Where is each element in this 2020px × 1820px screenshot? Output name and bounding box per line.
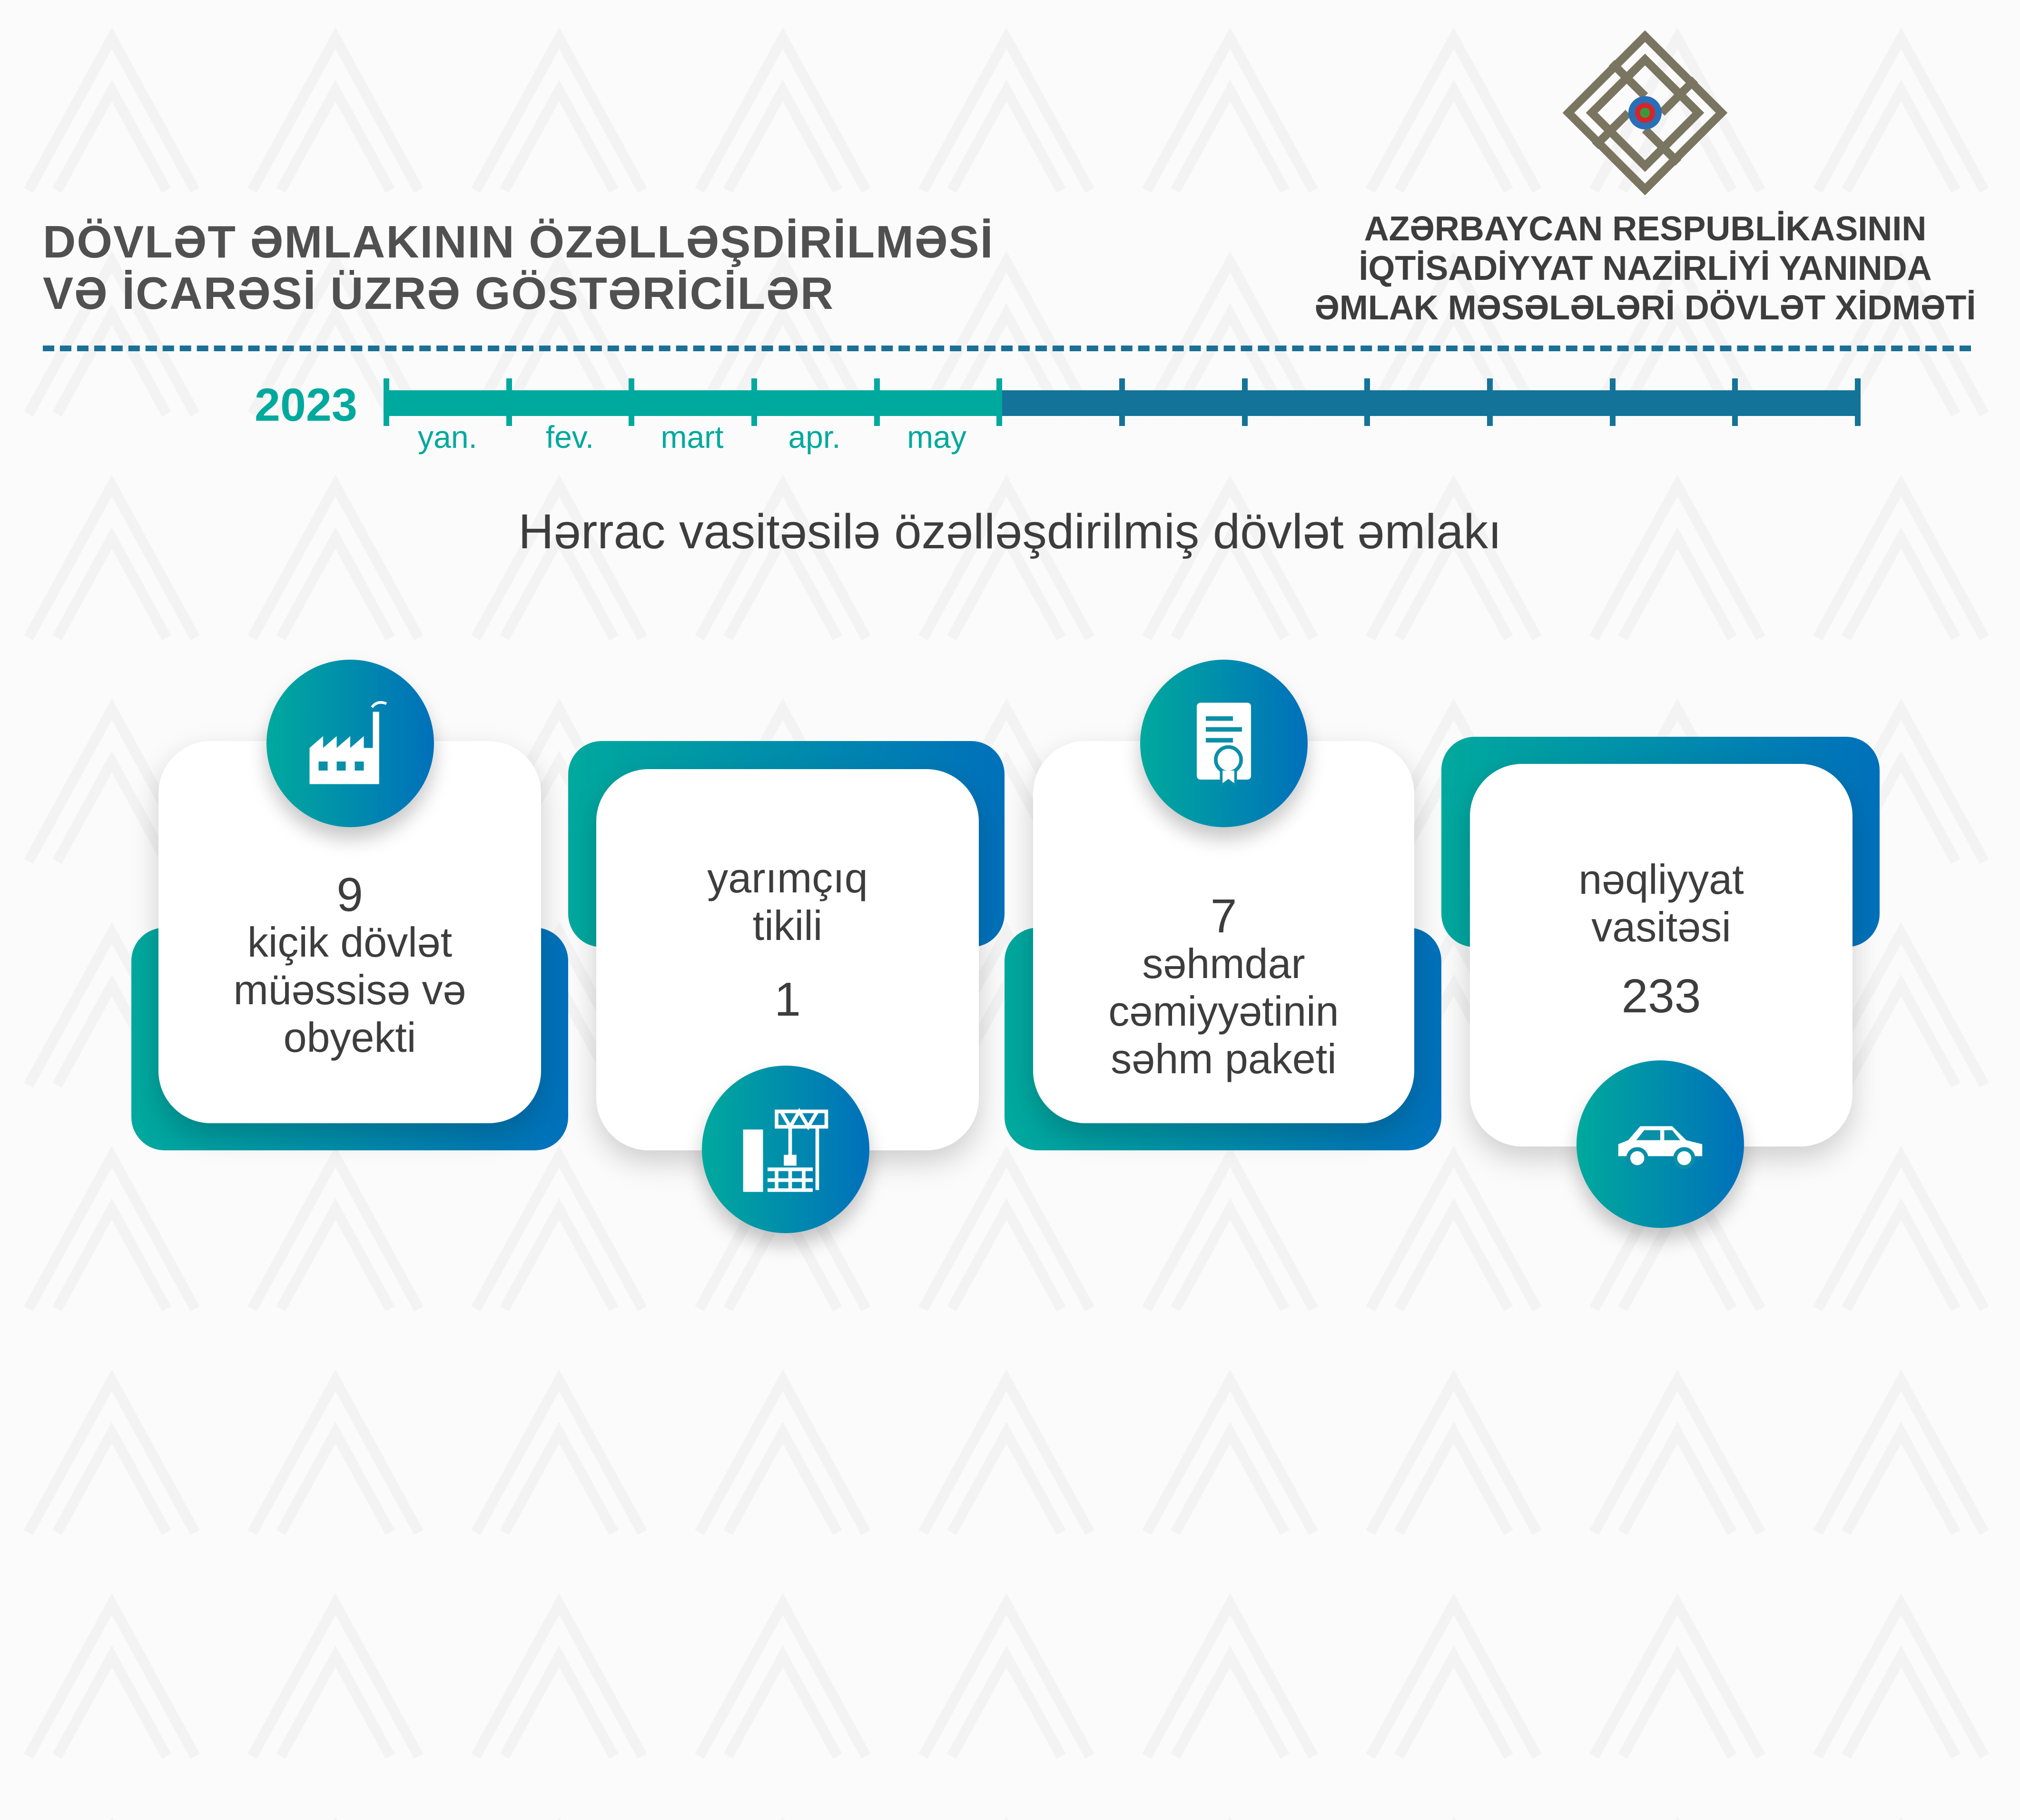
timeline-tick (629, 378, 635, 426)
organization-name: AZƏRBAYCAN RESPUBLİKASININ İQTİSADİYYAT … (1285, 209, 2006, 328)
card-value: 1 (774, 973, 801, 1026)
card-label: nəqliyyat (1578, 856, 1744, 903)
timeline-progress-remaining (999, 390, 1858, 416)
month-label: apr. (788, 419, 841, 455)
timeline-tick (1732, 378, 1738, 426)
card-1-text: 9 kiçik dövlət müəssisə və obyekti (158, 871, 541, 1061)
timeline-tick (1119, 378, 1125, 426)
card-value: 9 (336, 868, 363, 921)
title-line-1: DÖVLƏT ƏMLAKININ ÖZƏLLƏŞDİRİLMƏSİ (43, 217, 994, 267)
certificate-icon (1140, 660, 1308, 827)
org-line-3: ƏMLAK MƏSƏLƏLƏRİ DÖVLƏT XİDMƏTİ (1314, 289, 1976, 327)
timeline-progress-elapsed (386, 390, 1000, 416)
page-title: DÖVLƏT ƏMLAKININ ÖZƏLLƏŞDİRİLMƏSİ VƏ İCA… (43, 217, 994, 319)
timeline-tick (874, 378, 880, 426)
month-label: may (907, 419, 966, 455)
card-label: səhm paketi (1111, 1035, 1337, 1082)
timeline-tick (1609, 378, 1616, 426)
month-label: yan. (418, 419, 477, 455)
card-value: 233 (1621, 969, 1701, 1023)
month-label: mart (660, 419, 724, 455)
timeline-tick (1855, 378, 1861, 426)
card-2-text: yarımçıq tikili 1 (596, 854, 979, 1023)
card-label: kiçik dövlət (247, 919, 453, 966)
timeline-tick (1242, 378, 1248, 426)
divider (43, 346, 1971, 351)
org-line-2: İQTİSADİYYAT NAZİRLİYİ YANINDA (1359, 249, 1932, 287)
ministry-logo-icon (1562, 30, 1728, 196)
card-3-text: 7 səhmdar cəmiyyətinin səhm paketi (1033, 892, 1414, 1083)
timeline-tick (996, 378, 1003, 426)
timeline-tick (1487, 378, 1493, 426)
card-label: səhmdar (1142, 940, 1305, 987)
card-label: tikili (752, 902, 823, 949)
card-label: cəmiyyətinin (1108, 988, 1339, 1035)
title-line-2: VƏ İCARƏSİ ÜZRƏ GÖSTƏRİCİLƏR (43, 268, 835, 319)
section-title: Hərrac vasitəsilə özəlləşdirilmiş dövlət… (518, 504, 1502, 559)
card-value: 7 (1210, 890, 1237, 943)
card-label: vasitəsi (1591, 903, 1731, 950)
card-label: yarımçıq (707, 854, 868, 901)
card-4-text: nəqliyyat vasitəsi 233 (1470, 856, 1852, 1020)
factory-icon (266, 660, 434, 827)
org-line-1: AZƏRBAYCAN RESPUBLİKASININ (1364, 210, 1927, 248)
timeline-year: 2023 (255, 379, 357, 431)
car-icon (1577, 1060, 1744, 1228)
timeline-tick (506, 378, 512, 426)
timeline-tick (751, 378, 757, 426)
card-label: müəssisə və (233, 966, 466, 1013)
month-label: fev. (545, 419, 594, 455)
construction-icon (702, 1066, 869, 1233)
timeline-tick (1364, 378, 1370, 426)
card-label: obyekti (283, 1014, 416, 1061)
timeline-tick (384, 378, 389, 426)
